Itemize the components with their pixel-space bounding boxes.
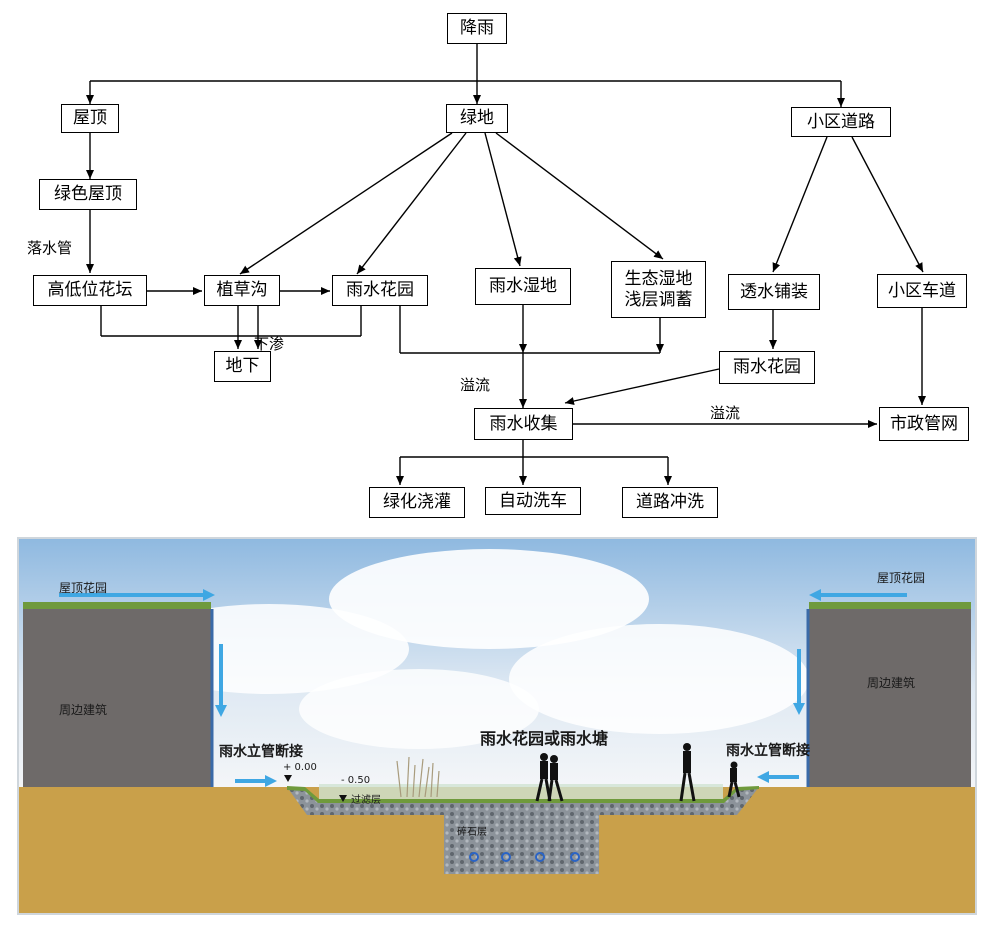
label-overflow-2: 溢流 xyxy=(710,404,741,422)
node-rain: 降雨 xyxy=(447,13,507,44)
roof-garden-left-grass xyxy=(23,602,211,609)
label-infiltration: 下渗 xyxy=(254,335,285,353)
node-wetland: 雨水湿地 xyxy=(475,268,571,305)
roof-garden-right-grass xyxy=(809,602,971,609)
node-road: 小区道路 xyxy=(791,107,891,137)
label-building-right: 周边建筑 xyxy=(867,676,916,690)
label-level-bottom: - 0.50 xyxy=(341,775,371,786)
section-title: 雨水花园或雨水塘 xyxy=(480,729,609,748)
node-carwash: 自动洗车 xyxy=(485,487,581,515)
label-downpipe-right: 雨水立管断接 xyxy=(726,743,810,759)
node-driveway: 小区车道 xyxy=(877,274,967,308)
node-rain-garden-1: 雨水花园 xyxy=(332,275,428,306)
edge-road-driveway xyxy=(851,136,924,273)
node-eco-wetland: 生态湿地 浅层调蓄 xyxy=(611,261,706,318)
label-downpipe: 落水管 xyxy=(27,239,73,257)
node-rain-garden-2: 雨水花园 xyxy=(719,351,815,384)
cross-section-illustration: 屋顶花园 屋顶花园 周边建筑 周边建筑 雨水立管断接 雨水立管断接 雨水花园或雨… xyxy=(17,537,977,915)
reeds xyxy=(396,756,440,798)
people-silhouettes xyxy=(535,743,741,802)
flowchart-connectors xyxy=(86,44,926,485)
cloud xyxy=(329,549,649,649)
label-filter-layer: 过滤层 xyxy=(351,795,381,806)
basin-gravel xyxy=(287,787,759,874)
node-collect: 雨水收集 xyxy=(474,408,573,440)
cloud xyxy=(299,669,539,749)
edge-road-permeable xyxy=(772,136,828,273)
node-roof: 屋顶 xyxy=(61,104,119,133)
node-underground: 地下 xyxy=(214,351,271,382)
cloud xyxy=(509,624,809,734)
node-planter: 高低位花坛 xyxy=(33,275,147,306)
label-downpipe-left: 雨水立管断接 xyxy=(219,744,303,760)
label-level-top: + 0.00 xyxy=(283,762,317,773)
node-green-roof: 绿色屋顶 xyxy=(39,179,137,210)
label-gravel-layer: 碎石层 xyxy=(457,827,487,838)
drainage-pipes xyxy=(469,852,580,862)
edge-green-swale xyxy=(239,132,453,275)
level-marker-top xyxy=(284,775,292,782)
level-marker-bottom xyxy=(339,795,347,802)
edge-garden2-collect xyxy=(564,368,720,405)
node-municipal: 市政管网 xyxy=(879,407,969,441)
basin-grass-edge xyxy=(287,786,759,803)
node-swale: 植草沟 xyxy=(204,275,280,306)
section-drawing xyxy=(19,539,975,913)
building-right xyxy=(809,607,971,787)
building-left xyxy=(23,607,211,787)
label-overflow-1: 溢流 xyxy=(460,376,491,394)
node-permeable: 透水铺装 xyxy=(728,274,820,310)
node-green: 绿地 xyxy=(446,104,508,133)
edge-green-wetland xyxy=(484,132,522,267)
label-roof-garden-left: 屋顶花园 xyxy=(59,581,108,595)
edge-green-eco xyxy=(495,132,664,260)
label-roof-garden-right: 屋顶花园 xyxy=(877,571,926,585)
node-roadwash: 道路冲洗 xyxy=(622,487,718,518)
node-irrigation: 绿化浇灌 xyxy=(369,487,465,518)
label-building-left: 周边建筑 xyxy=(59,703,108,717)
edge-green-garden1 xyxy=(356,132,467,275)
